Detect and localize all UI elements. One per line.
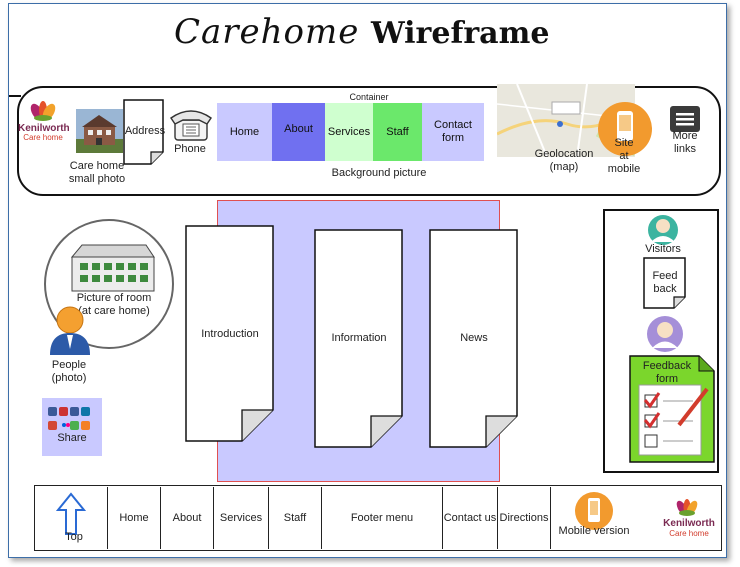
mobile-version-icon[interactable] [574,491,614,531]
footer-menu-label: Footer menu [350,512,414,524]
title-bold: Wireframe [371,16,550,51]
footer-flower-logo-icon [676,499,698,516]
carehome-photo [76,109,123,153]
nav-contact-label: Contact form [434,119,472,144]
phone-icon [170,110,212,141]
footer-services-link[interactable]: Services [214,487,269,549]
address-label: Address [124,125,166,137]
news-label: News [460,332,488,344]
share-label[interactable]: Share [57,432,87,444]
title-script: Carehome [174,12,360,52]
container-line-left [9,95,21,97]
background-picture-label: Background picture [331,167,427,179]
footer-staff-label: Staff [283,512,307,524]
mobile-site-icon[interactable] [597,101,653,157]
carehome-photo-label: Care home small photo [68,160,126,185]
nav-services-button[interactable]: Services [325,103,373,161]
nav-home-button[interactable]: Home [217,103,272,161]
footer-about-link[interactable]: About [161,487,214,549]
footer-logo-sub: Care home [669,529,709,538]
footer-menu-link[interactable]: Footer menu [322,487,443,549]
news-document [429,229,518,448]
mobile-version-label[interactable]: Mobile version [558,525,630,537]
geolocation-label: Geolocation (map) [534,148,594,173]
footer-directions-link[interactable]: Directions [498,487,551,549]
feedback-label: Feed back [652,270,678,295]
nav-services-label: Services [327,126,371,138]
address-document-icon [123,99,164,165]
footer-home-link[interactable]: Home [108,487,161,549]
footer-contact-link[interactable]: Contact us [443,487,498,549]
footer-services-label: Services [219,512,263,524]
feedback-form-icon[interactable] [629,355,715,463]
information-document [314,229,403,448]
feedback-form-label[interactable]: Feedback form [642,360,692,385]
person-icon [50,306,90,355]
up-arrow-icon[interactable] [56,492,86,536]
visitors-label: Visitors [645,243,681,255]
footer-about-label: About [172,512,202,524]
nav-about-label: About [284,123,313,135]
wireframe-canvas: Carehome Wireframe Container Kenilworth … [8,3,727,558]
container-label: Container [349,92,389,102]
header-logo-sub: Care home [23,133,63,142]
nav-home-label: Home [229,126,260,138]
nav-staff-label: Staff [386,126,409,138]
footer-staff-link[interactable]: Staff [269,487,322,549]
footer-top-cell[interactable] [35,487,108,549]
footer-directions-label: Directions [499,512,549,524]
footer-contact-label: Contact us [443,512,497,524]
nav-contact-button[interactable]: Contact form [422,103,484,161]
nav-staff-button[interactable]: Staff [373,103,422,161]
flower-logo-icon [30,101,56,121]
footer-home-label: Home [119,512,149,524]
social-icons [48,407,90,430]
introduction-label: Introduction [201,328,259,340]
phone-label: Phone [174,143,206,155]
header-logo-name: Kenilworth [18,123,70,134]
nav-about-button[interactable]: About [272,103,325,161]
mobile-site-label: Site at mobile [607,137,641,175]
information-label: Information [331,332,387,344]
staff-avatar-icon [647,316,683,352]
menu-icon[interactable] [670,106,700,132]
introduction-document [185,225,274,442]
footer-logo-name: Kenilworth [663,518,715,529]
footer-top-label[interactable]: Top [65,531,83,543]
people-label: People (photo) [51,359,87,384]
more-links-label[interactable]: More links [672,130,698,155]
feedback-document-icon [643,257,686,309]
visitors-avatar-icon [648,215,678,245]
